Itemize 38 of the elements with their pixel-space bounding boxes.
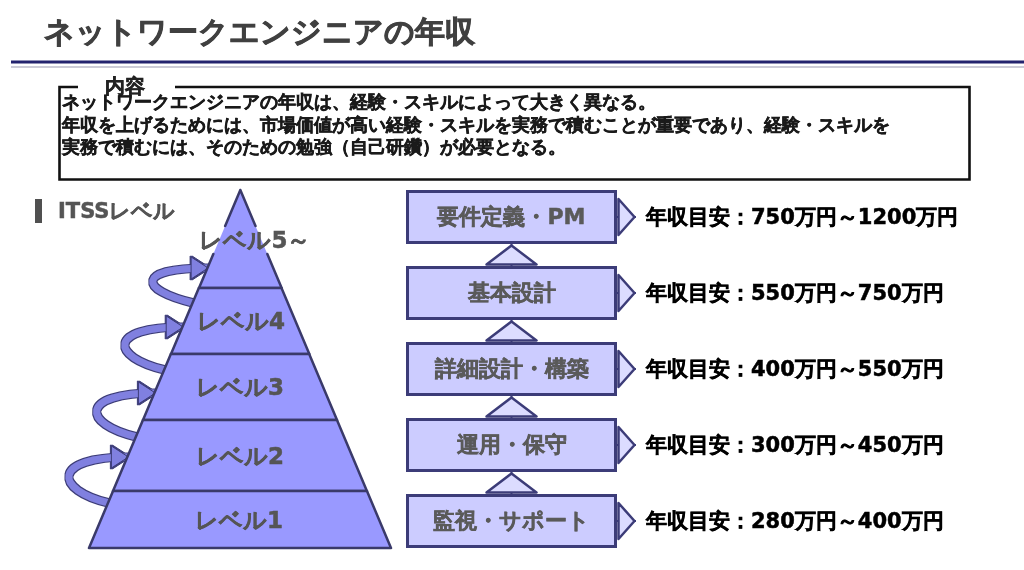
curved-arrow (149, 256, 209, 307)
pyramid-tier (143, 354, 337, 420)
tier-label: レベル4 (197, 307, 285, 335)
salary-text: 年収目安：400万円～550万円 (636, 356, 944, 382)
stage-box (406, 494, 617, 548)
box-label: 運用・保守 (456, 432, 567, 458)
pyramid-tier (170, 288, 310, 354)
triangle-arrow (485, 243, 538, 267)
chevron-arrow (616, 501, 637, 541)
triangle-arrow (485, 319, 538, 343)
tier-label: レベル3 (196, 373, 284, 401)
chevron-arrow (616, 273, 637, 313)
stage-box (406, 342, 617, 396)
box-label: 基本設計 (467, 280, 556, 306)
triangle-arrow (485, 395, 538, 419)
body-text: 年収を上げるためには、市場価値が高い経験・スキルを実務で積むことが重要であり、経験・スキルを実務で積むには、そのための勉強（自己研鑽）が必要となる。 (62, 114, 891, 158)
salary-text: 年収目安：550万円～750万円 (636, 280, 944, 306)
stage-box (406, 190, 617, 244)
tier-label: レベル1 (195, 506, 283, 534)
stage-box (406, 266, 617, 320)
tier-label: レベル2 (196, 442, 284, 470)
framed-box (58, 74, 971, 181)
chevron-arrow (616, 349, 637, 389)
triangle-arrow (485, 471, 538, 495)
box-label: 詳細設計・構築 (434, 356, 589, 382)
section-heading: ITSSレベル (58, 198, 176, 225)
chevron-arrow (616, 425, 637, 465)
curved-arrow (93, 382, 156, 441)
salary-text: 年収目安：280万円～400万円 (636, 508, 944, 534)
box-label: 要件定義・PM (437, 204, 586, 230)
pyramid-tier (89, 491, 391, 548)
pyramid-tier (113, 420, 367, 491)
page-title: ネットワークエンジニアの年収 (44, 13, 475, 51)
salary-text: 年収目安：300万円～450万円 (636, 432, 944, 458)
chevron-arrow (616, 197, 637, 237)
salary-text: 年収目安：750万円～1200万円 (636, 204, 959, 230)
stage-box (406, 418, 617, 472)
box-label: 監視・サポート (433, 508, 590, 534)
